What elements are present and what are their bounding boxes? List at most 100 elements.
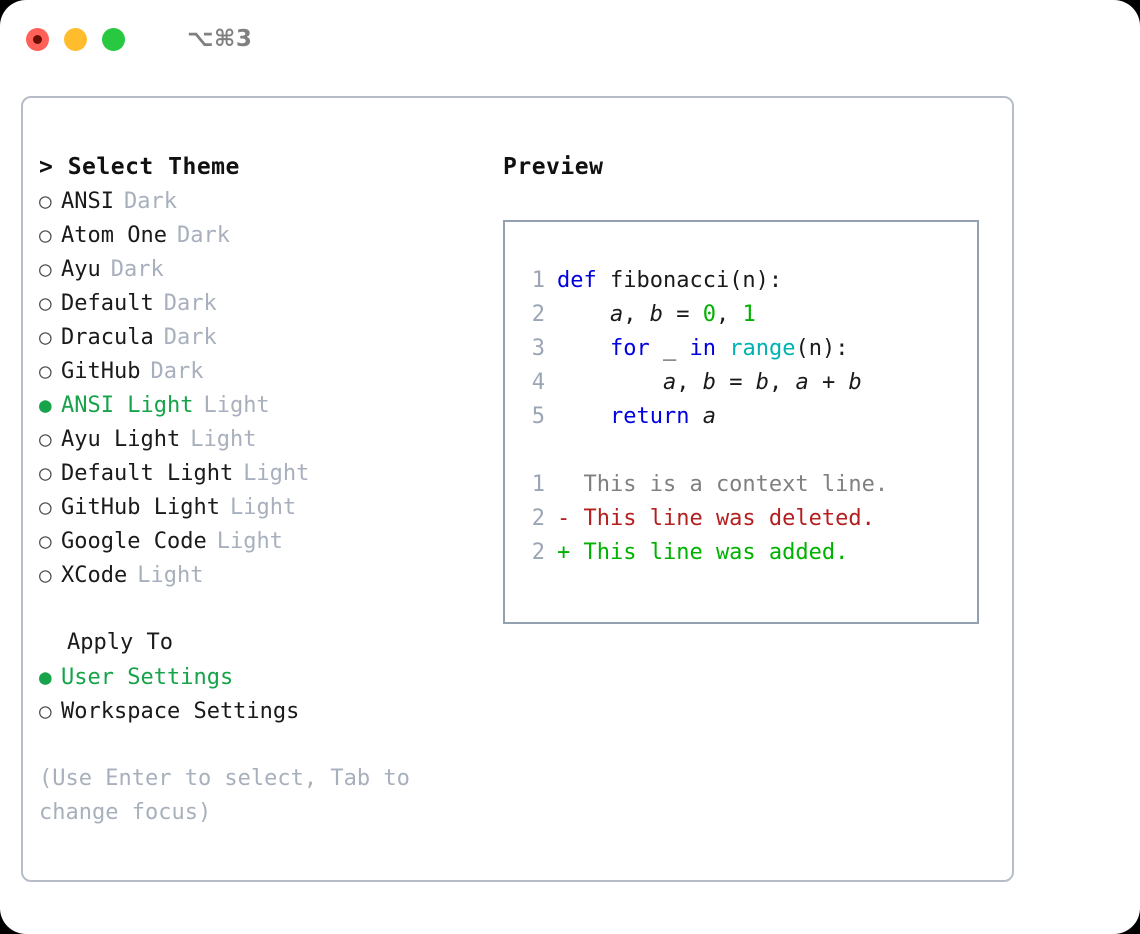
radio-unselected-icon[interactable]: ○ [39,189,52,213]
diff-line: 1 This is a context line. [519,468,977,502]
line-number: 1 [531,268,545,293]
theme-option-row[interactable]: ○ GitHub Dark [39,354,489,388]
code-token-kw: in [689,336,716,361]
apply-to-option-label: Workspace Settings [61,699,300,724]
radio-unselected-icon[interactable]: ○ [39,563,52,587]
code-token-var: b [702,370,716,395]
code-token-kw: for [609,336,650,361]
radio-selected-icon[interactable]: ● [39,393,52,417]
theme-option-row[interactable]: ○ Ayu Dark [39,252,489,286]
radio-unselected-icon[interactable]: ○ [39,257,52,281]
code-blank-line [519,434,977,468]
line-number: 2 [531,302,545,327]
theme-option-label: Google Code [61,529,207,554]
maximize-button[interactable] [102,27,125,51]
apply-to-option-label: User Settings [61,665,234,690]
code-line-text: a, b = 0, 1 [557,298,756,332]
theme-variant-tag: Dark [123,189,177,214]
apply-to-option-list: ● User Settings ○ Workspace Settings [39,660,489,728]
radio-unselected-icon[interactable]: ○ [39,325,52,349]
radio-unselected-icon[interactable]: ○ [39,461,52,485]
code-token-pl [557,370,663,395]
window-controls [26,27,125,51]
diff-line: 2 + This line was added. [519,536,977,570]
line-number: 2 [531,540,545,565]
code-line: 3 for _ in range(n): [519,332,977,366]
radio-unselected-icon[interactable]: ○ [39,699,52,723]
code-line: 2 a, b = 0, 1 [519,298,977,332]
code-token-pl: + [808,370,849,395]
code-token-pl: , [676,370,703,395]
minimize-button[interactable] [64,27,87,51]
theme-variant-tag: Dark [150,359,204,384]
code-token-num: 1 [742,302,756,327]
code-line-text: return a [557,400,716,434]
diff-line: 2 - This line was deleted. [519,502,977,536]
close-button[interactable] [26,27,49,51]
code-token-var: a [662,370,677,395]
theme-variant-tag: Dark [163,291,217,316]
radio-unselected-icon[interactable]: ○ [39,291,52,315]
code-line-text: for _ in range(n): [557,332,848,366]
line-number: 2 [531,506,545,531]
radio-unselected-icon[interactable]: ○ [39,223,52,247]
theme-option-label: GitHub [61,359,141,384]
code-token-kw: return [609,404,690,429]
keyboard-shortcut-label: ⌥⌘3 [187,26,253,52]
theme-variant-tag: Dark [163,325,217,350]
diff-line-text: + This line was added. [557,540,849,565]
theme-option-label: Atom One [61,223,167,248]
code-token-var: b [848,370,862,395]
apply-to-option-row[interactable]: ● User Settings [39,660,489,694]
code-token-pl: , [623,302,650,327]
code-token-fn: range [729,336,796,361]
theme-option-label: Default Light [61,461,234,486]
code-token-pl [557,404,610,429]
preview-heading: Preview [503,154,604,180]
radio-unselected-icon[interactable]: ○ [39,495,52,519]
code-line: 1 def fibonacci(n): [519,264,977,298]
code-token-pl: (n): [795,336,849,361]
theme-option-label: Ayu Light [61,427,181,452]
radio-selected-icon[interactable]: ● [39,665,52,689]
code-line-text: def fibonacci(n): [557,264,782,298]
diff-line-text: This is a context line. [557,472,889,497]
code-line: 4 a, b = b, a + b [519,366,977,400]
code-token-pl: , [768,370,796,395]
code-token-pl [557,336,610,361]
theme-variant-tag: Light [216,529,283,554]
code-token-pl: , [715,302,743,327]
apply-to-option-row[interactable]: ○ Workspace Settings [39,694,489,728]
radio-unselected-icon[interactable]: ○ [39,529,52,553]
code-line: 5 return a [519,400,977,434]
code-token-pl: = [662,302,703,327]
theme-option-row[interactable]: ○ Ayu Light Light [39,422,489,456]
line-number: 4 [531,370,545,395]
line-number: 1 [531,472,545,497]
theme-option-label: Ayu [61,257,101,282]
theme-variant-tag: Light [137,563,204,588]
code-token-var: b [755,370,769,395]
theme-variant-tag: Dark [110,257,164,282]
theme-option-row[interactable]: ○ Google Code Light [39,524,489,558]
radio-unselected-icon[interactable]: ○ [39,359,52,383]
code-token-pl [557,302,610,327]
title-bar: ⌥⌘3 [0,0,1140,78]
radio-unselected-icon[interactable]: ○ [39,427,52,451]
diff-sample: 1 This is a context line. 2 - This line wa… [519,468,977,570]
diff-line-text: - This line was deleted. [557,506,875,531]
theme-variant-tag: Light [190,427,257,452]
